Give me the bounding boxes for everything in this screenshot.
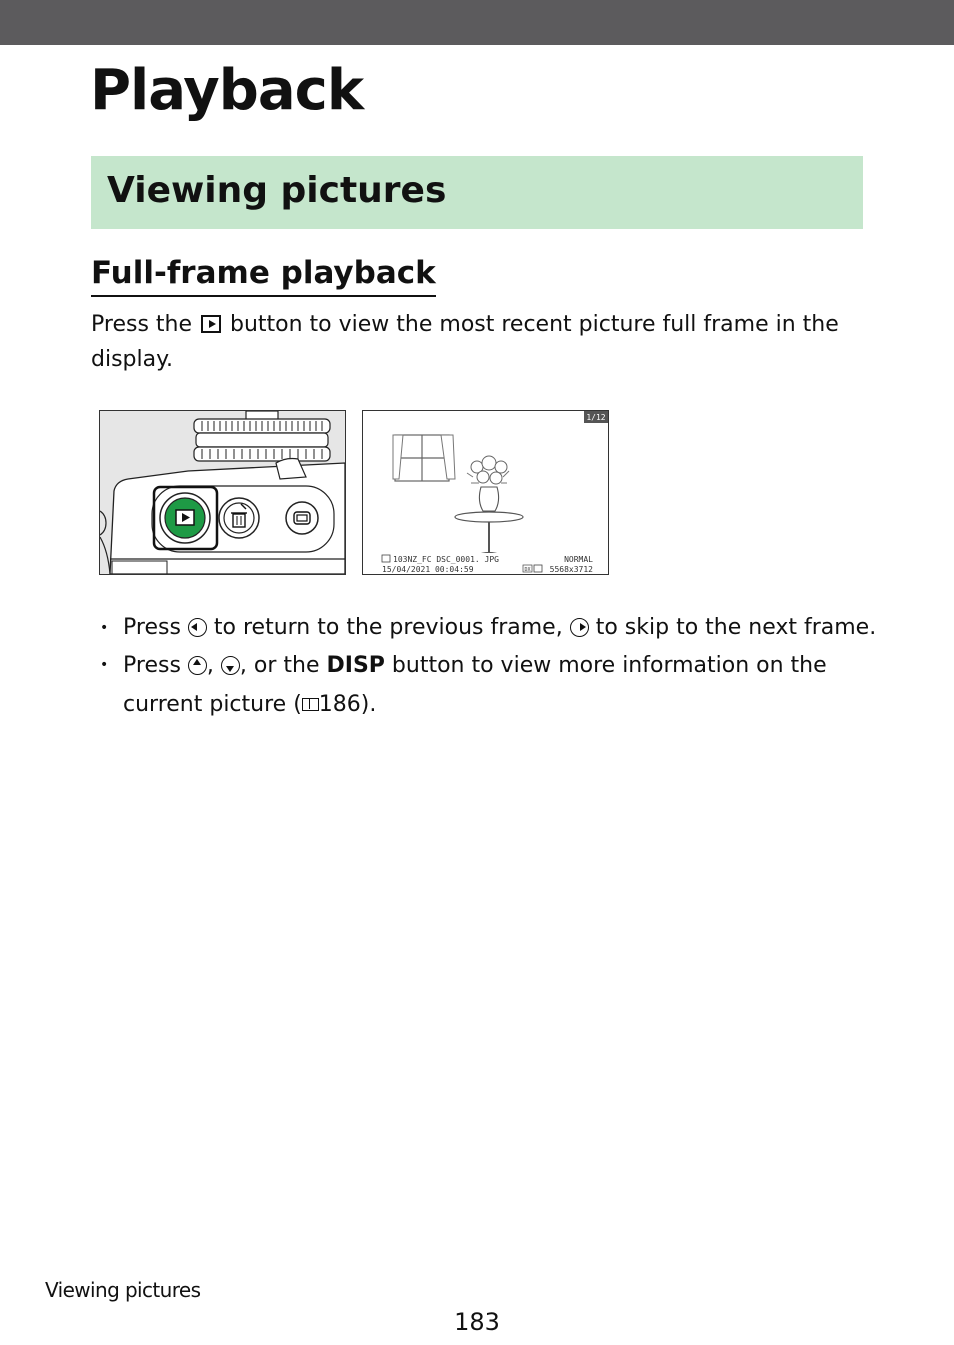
screen-illustration: 1/12 103NZ_FC DSC_0001. JPG NORMAL 15/04… <box>362 410 609 575</box>
section-band: Viewing pictures <box>91 156 863 229</box>
multi-selector-up-icon <box>187 656 207 675</box>
page-number: 183 <box>454 1308 500 1336</box>
screen-image-size: 5568x3712 <box>550 565 594 574</box>
top-bar <box>0 0 954 45</box>
intro-text-after: button to view the most recent picture f… <box>91 312 839 372</box>
bullet-dot: • <box>100 620 109 636</box>
bullet-item: • Press , , or the DISP button to view m… <box>96 646 886 724</box>
multi-selector-left-icon <box>187 618 207 637</box>
footer-section-label: Viewing pictures <box>45 1278 201 1302</box>
frame-counter: 1/12 <box>586 413 605 422</box>
bullet-text: Press <box>123 615 181 640</box>
bullet-text: Press <box>123 653 181 678</box>
screen-datetime: 15/04/2021 00:04:59 <box>382 565 474 574</box>
screen-filename: 103NZ_FC DSC_0001. JPG <box>393 555 499 564</box>
bullet-text: to return to the previous frame, <box>213 615 563 640</box>
bullet-dot: • <box>100 657 109 673</box>
multi-selector-right-icon <box>569 618 589 637</box>
intro-paragraph: Press the button to view the most recent… <box>91 307 851 377</box>
section-title: Viewing pictures <box>107 170 447 211</box>
bullet-list: • Press to return to the previous frame,… <box>96 610 886 724</box>
bullet-item: • Press to return to the previous frame,… <box>96 610 886 646</box>
screen-size-tag: DX <box>524 567 530 573</box>
chapter-title: Playback <box>90 58 364 123</box>
bullet-text: , or the <box>239 653 320 678</box>
bullet-text: , <box>206 653 214 678</box>
disp-button-label: DISP <box>326 653 385 678</box>
subsection-title: Full-frame playback <box>91 251 436 297</box>
intro-text-before: Press the <box>91 312 192 337</box>
multi-selector-down-icon <box>220 656 240 675</box>
bullet-text: to skip to the next frame. <box>595 615 877 640</box>
book-reference-icon <box>301 698 319 711</box>
camera-illustration <box>99 410 346 575</box>
camera-drawing <box>100 411 345 574</box>
page-reference[interactable]: 186 <box>318 692 361 717</box>
playback-screen-drawing: 1/12 103NZ_FC DSC_0001. JPG NORMAL 15/04… <box>363 411 608 574</box>
playback-button-icon <box>201 315 221 333</box>
screen-quality: NORMAL <box>564 555 593 564</box>
bullet-text: ). <box>360 692 377 717</box>
bullet-text: button to view more information on the c… <box>123 653 827 717</box>
